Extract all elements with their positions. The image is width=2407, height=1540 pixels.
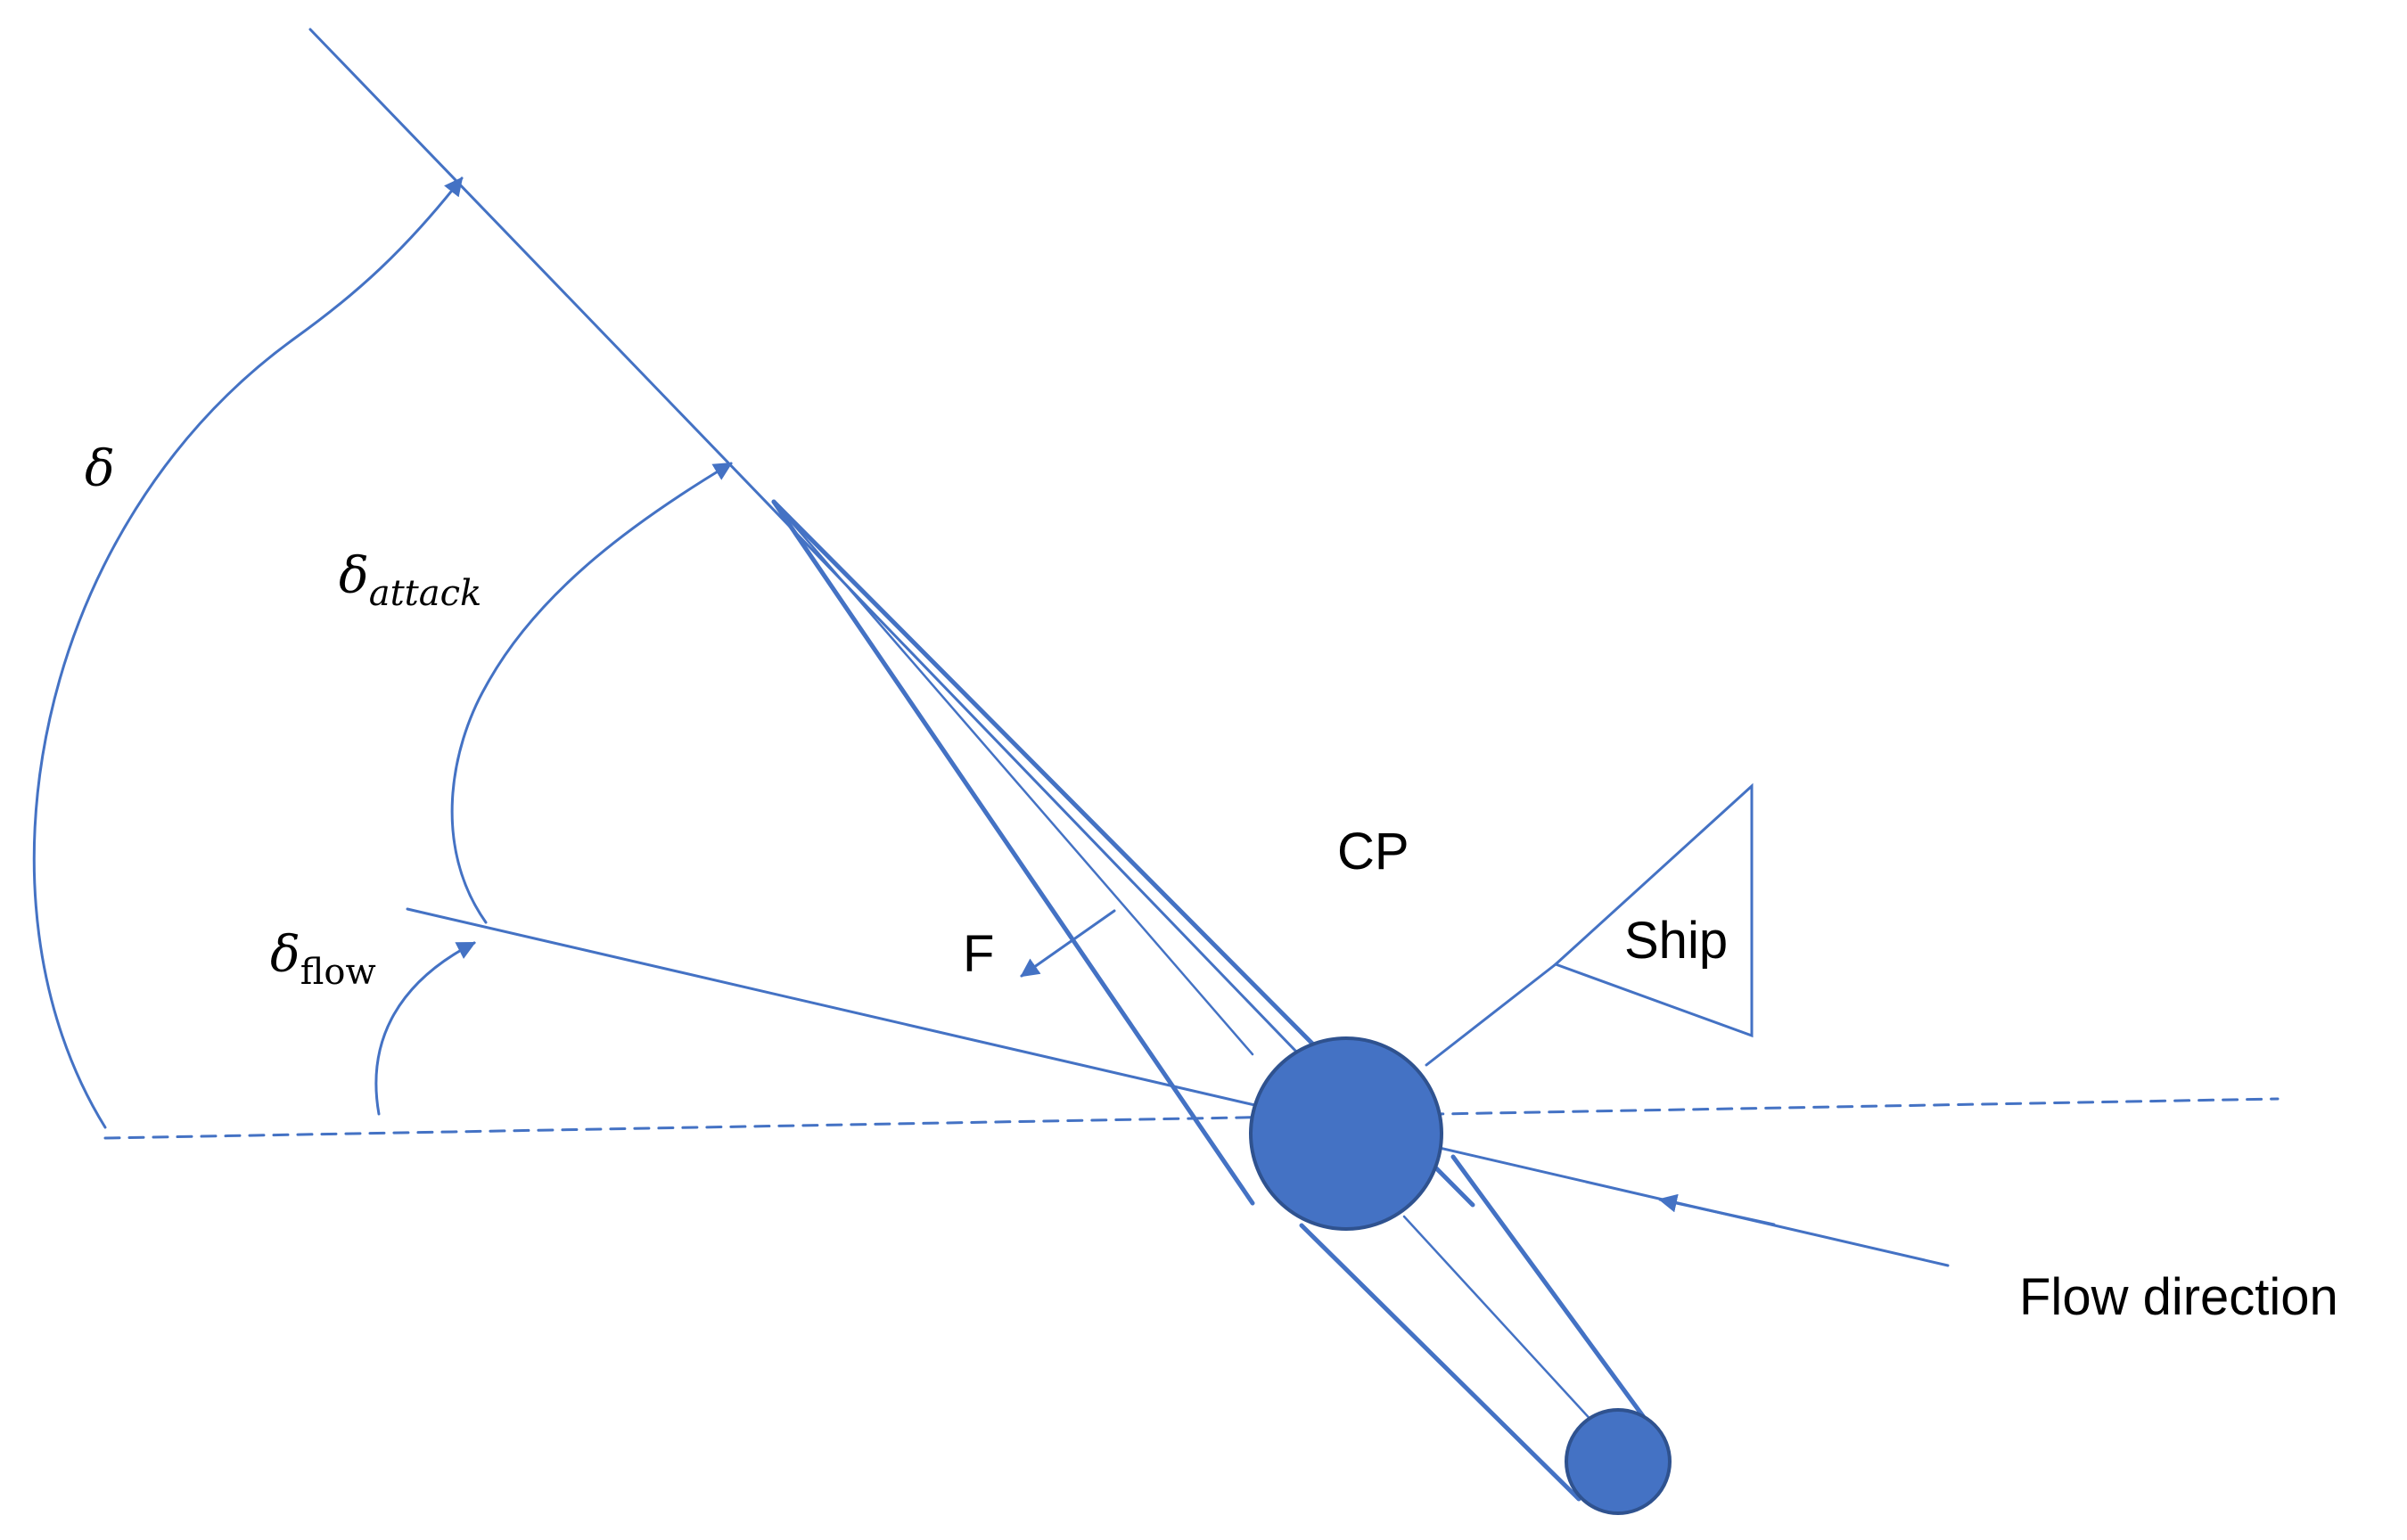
kite-edge-right [1450, 1154, 1655, 1432]
force-arrow [1020, 909, 1116, 978]
delta-flow-arc [374, 941, 476, 1116]
kite-centerline-lower [1402, 1215, 1606, 1437]
flow-direction-label: Flow direction [2019, 1268, 2338, 1326]
kite-centerline-upper [772, 500, 1254, 1056]
delta-attack-arc [450, 462, 733, 924]
ship-label: Ship [1624, 912, 1728, 970]
force-label: F [963, 925, 994, 983]
ship-tether-line [1425, 962, 1557, 1067]
kite-axis-line [308, 28, 1348, 1105]
kite-edge-left [1299, 1223, 1581, 1502]
horizontal-reference-line [103, 1097, 2280, 1140]
delta-arc [32, 176, 464, 1129]
ship-triangle [1553, 782, 1754, 1038]
center-of-pressure-label: CP [1337, 823, 1409, 881]
delta-label: δ [85, 440, 115, 498]
bridle-line-left [771, 499, 1255, 1206]
delta-flow-label: δflow [270, 926, 376, 993]
flow-direction-arrow [1657, 1193, 1776, 1226]
delta-attack-label: δattack [339, 547, 481, 614]
center-of-pressure-circle [1249, 1036, 1443, 1231]
kite-tip-circle [1565, 1408, 1672, 1515]
